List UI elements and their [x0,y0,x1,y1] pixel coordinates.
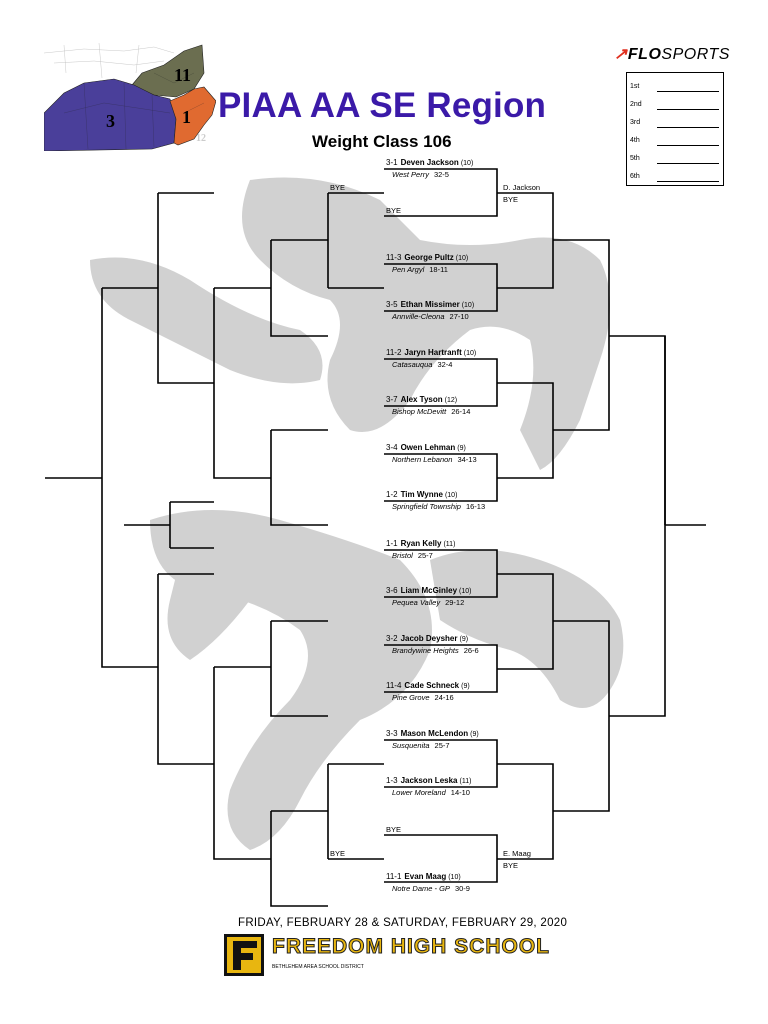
bye-label: BYE [386,825,402,834]
place-6th: 6th [630,173,640,180]
brand-prefix: FLO [627,46,662,63]
place-3rd: 3rd [630,119,641,126]
brand-suffix: SPORTS [661,46,730,63]
bye-label: BYE [503,195,519,204]
district-name: BETHLEHEM AREA SCHOOL DISTRICT [272,964,364,970]
wrestler-watermark [90,177,624,850]
district-label-3: 3 [106,111,115,131]
bye-label: BYE [503,861,519,870]
place-1st: 1st [630,83,640,90]
district-label-12: 12 [196,133,206,144]
flosports-logo: ↗FLOSPORTS [614,44,730,64]
bye-label: BYE [330,183,346,192]
bye-label: BYE [386,206,402,215]
district-label-11: 11 [174,65,191,85]
place-5th: 5th [630,155,640,162]
place-4th: 4th [630,137,640,144]
district-map: 11 3 1 12 [44,43,216,151]
district-label-1: 1 [182,107,191,127]
placement-box: 1st 2nd 3rd 4th 5th 6th [626,72,724,186]
district-11-region [131,44,205,98]
freedom-f-logo [224,934,264,976]
event-dates: FRIDAY, FEBRUARY 28 & SATURDAY, FEBRUARY… [238,917,568,929]
advancer-label: E. Maag [503,849,531,858]
flo-mark-icon: ↗ [614,46,628,63]
district-1-region [169,86,216,146]
page-title: PIAA AA SE Region [218,86,547,125]
school-name: FREEDOM HIGH SCHOOL [271,935,551,959]
advancer-label: D. Jackson [503,183,541,192]
district-3-region [44,78,177,151]
place-2nd: 2nd [630,101,642,108]
weight-class-subtitle: Weight Class 106 [312,132,452,151]
bye-label: BYE [330,849,346,858]
